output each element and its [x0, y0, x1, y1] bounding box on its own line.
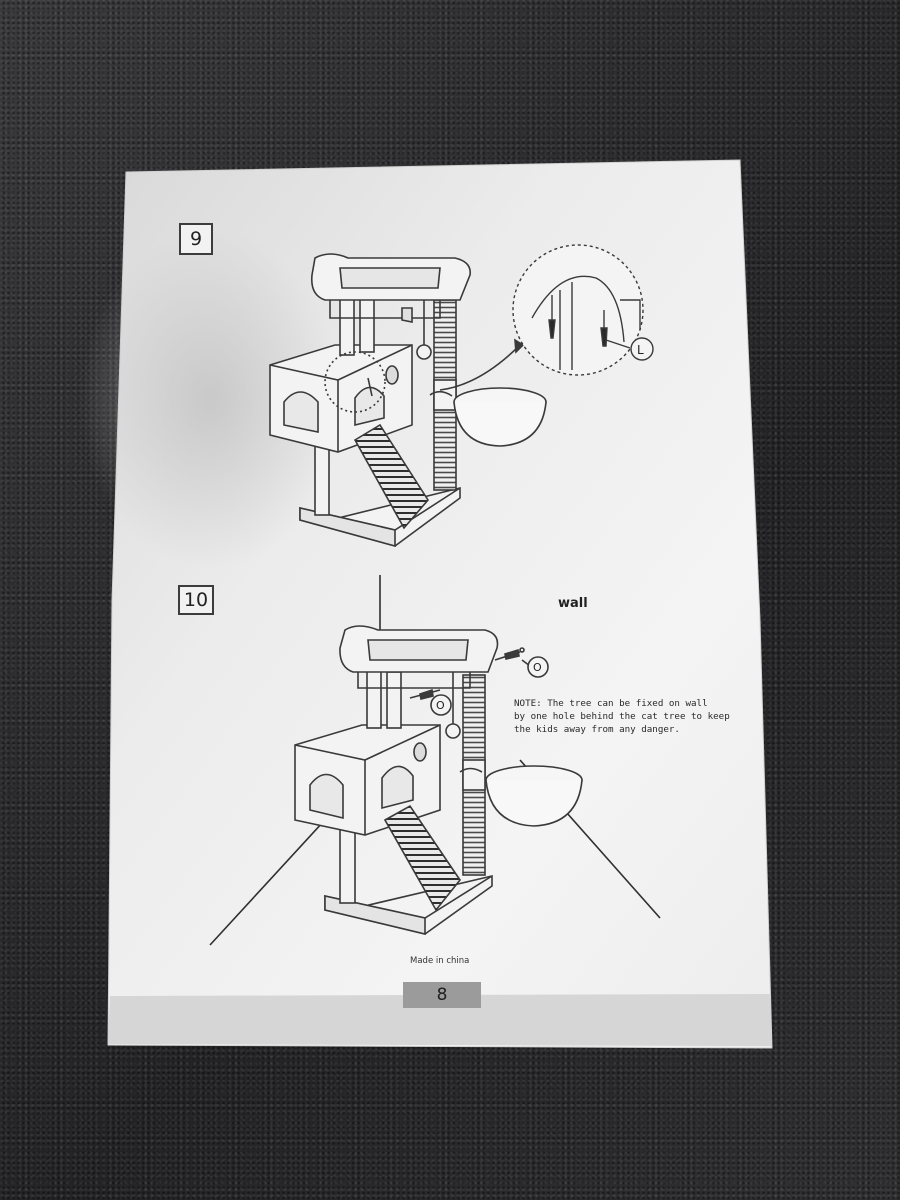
step9-detail-zoom [512, 244, 654, 376]
note-line: NOTE: The tree can be fixed on wall [514, 698, 708, 709]
step9-illustration [269, 253, 547, 548]
footer-band [108, 994, 772, 1046]
step-number-9: 9 [179, 223, 213, 255]
wall-label: wall [558, 596, 588, 611]
step9-part-callout: L [637, 343, 644, 357]
page-number: 8 [403, 982, 481, 1008]
note-line: by one hole behind the cat tree to keep [514, 711, 730, 722]
paper-smudge [80, 230, 340, 570]
step10-illustration [294, 625, 583, 936]
step-number-10: 10 [178, 585, 214, 615]
made-in-label: Made in china [410, 956, 470, 966]
wall-fixing-note: NOTE: The tree can be fixed on wall by o… [514, 697, 730, 736]
note-line: the kids away from any danger. [514, 724, 680, 735]
step10-part-callout-left: O [436, 699, 445, 712]
step10-part-callout-top: O [533, 661, 542, 674]
